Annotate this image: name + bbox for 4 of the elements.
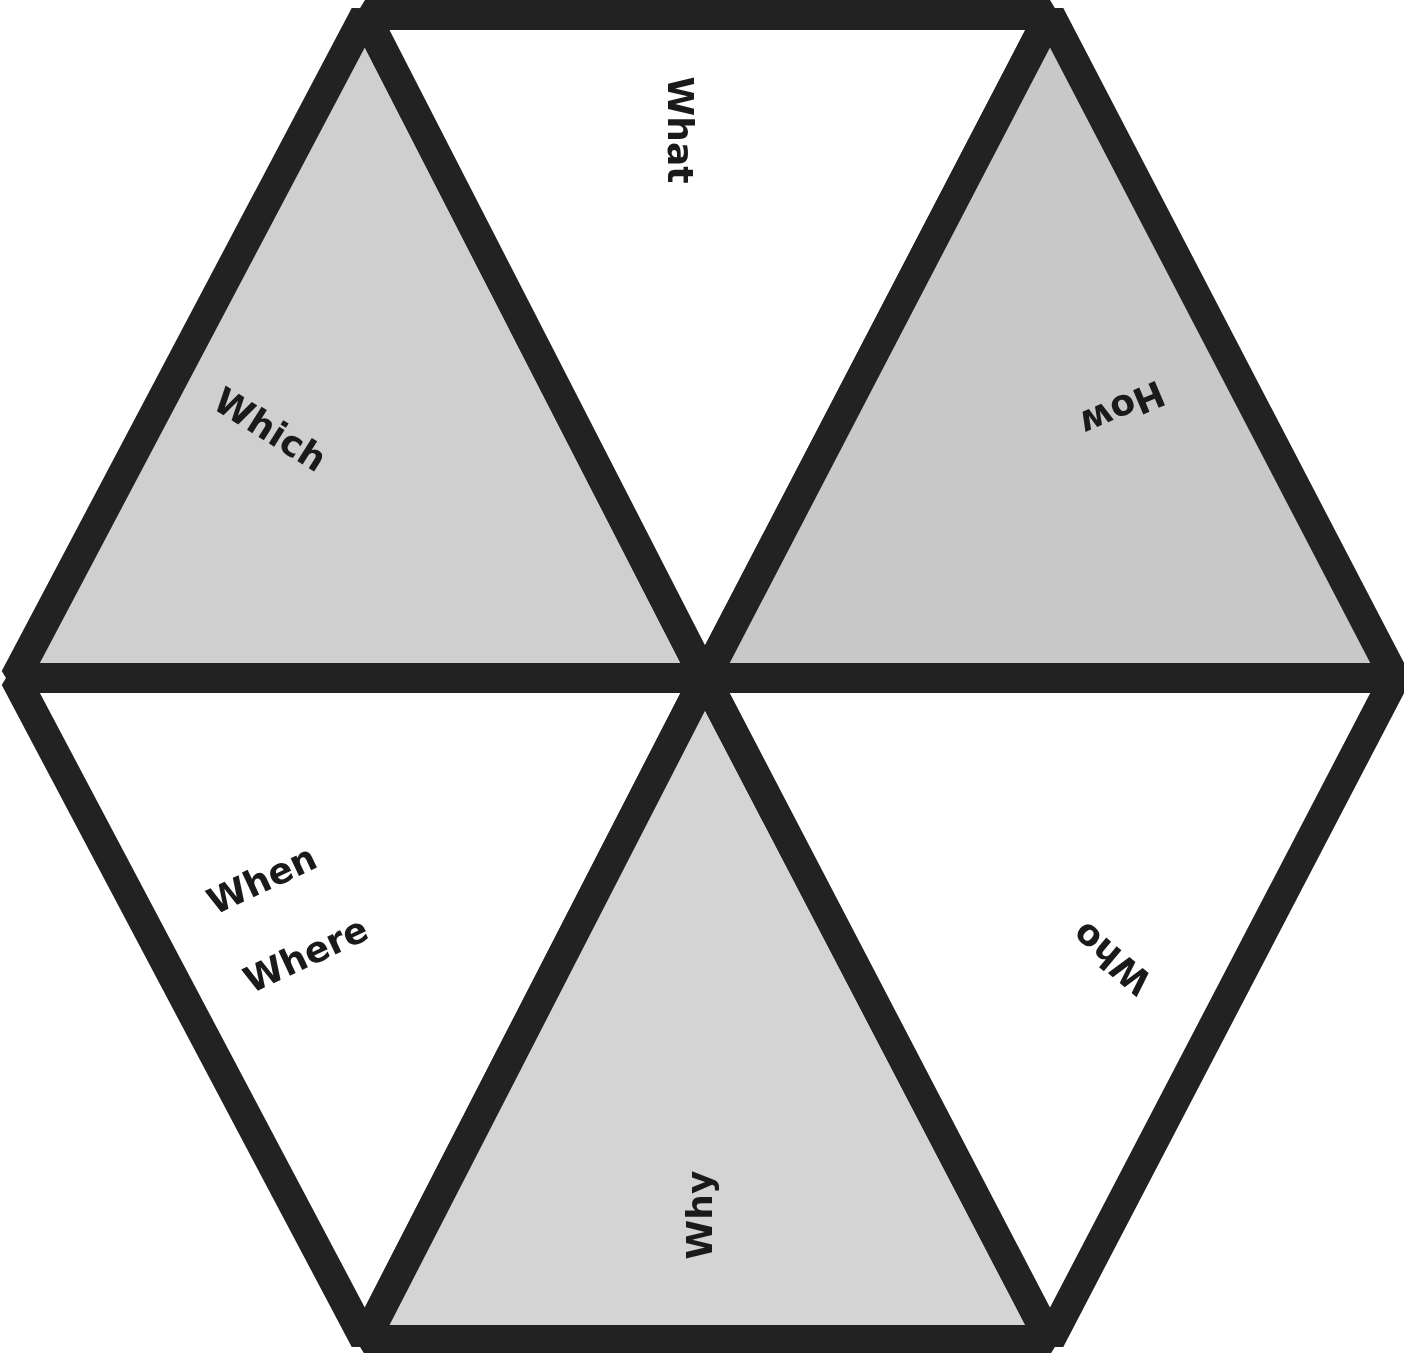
question-word: What <box>662 76 698 184</box>
question-word: Why <box>682 1170 718 1260</box>
question-word: How <box>1074 374 1170 442</box>
question-word: When <box>202 839 322 921</box>
